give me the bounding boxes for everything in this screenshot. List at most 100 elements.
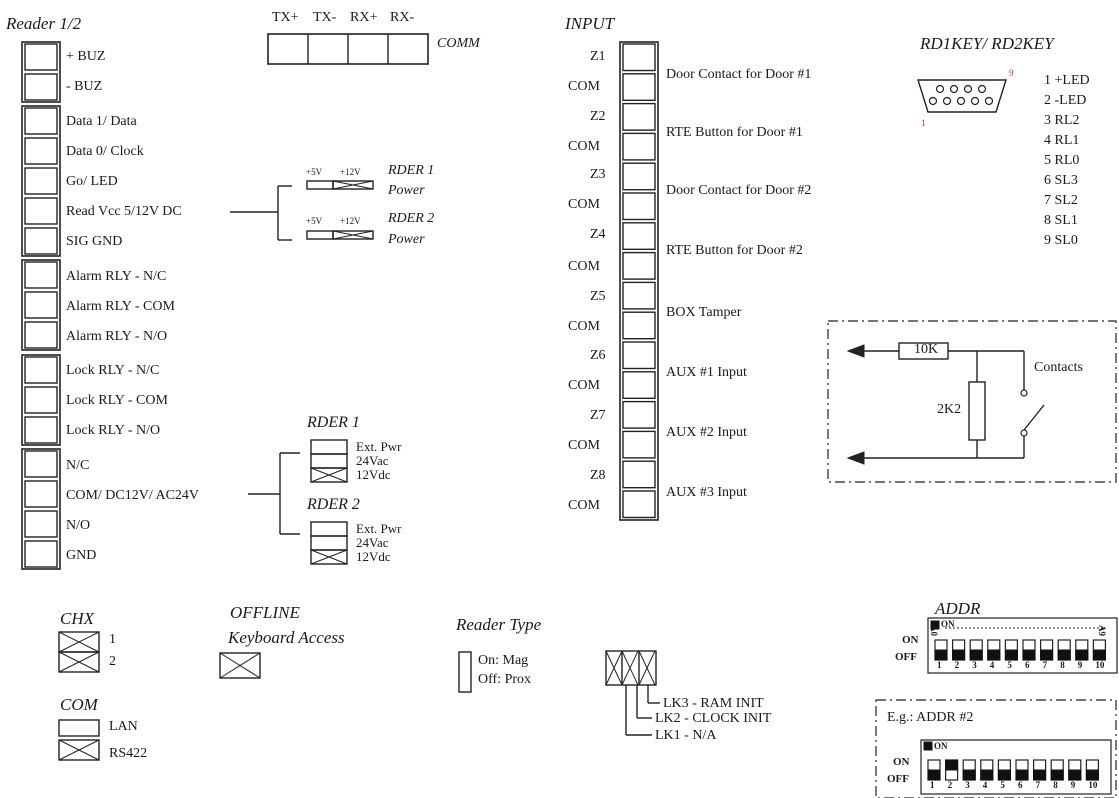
input-terminal-cell: [622, 341, 656, 370]
addr-switch-number: 9: [1077, 660, 1083, 670]
com-select-title: COM: [60, 695, 98, 714]
addr-example-dip-body: [920, 739, 1112, 795]
resistor-2k2-label: 2K2: [937, 402, 962, 417]
reader-terminal-cell: [24, 356, 58, 384]
chx-jumper-2-x2: [58, 651, 100, 673]
link-lk2-label: LK2 - CLOCK INIT: [655, 711, 772, 726]
input-desc-2: RTE Button for Door #1: [666, 125, 803, 140]
reader-terminal-group-3: [21, 259, 61, 351]
addr-on-mark: ON: [941, 619, 955, 629]
addr-switch-1-lever: [934, 649, 948, 661]
ext-power-2-24vac: [310, 535, 348, 551]
db9-pin: [977, 84, 987, 94]
addr-example-switch-2-lever: [945, 759, 959, 771]
com-select-rs422: RS422: [109, 746, 148, 761]
input-desc-5: BOX Tamper: [666, 305, 742, 320]
input-terminal-cell: [622, 162, 656, 191]
pin-label-lock-no: Lock RLY - N/O: [66, 423, 161, 438]
input-desc-8: AUX #3 Input: [666, 485, 747, 500]
rdkey-pin-2: 2 -LED: [1044, 93, 1087, 108]
jumper2-subtitle: Power: [388, 232, 425, 247]
pin-label-sig-gnd: SIG GND: [66, 234, 123, 249]
eol-arrow-bottom: [846, 451, 865, 465]
reader-type-jumper: [458, 651, 472, 693]
addr-title: ADDR: [935, 599, 981, 618]
reader-terminal-cell: [24, 540, 58, 568]
input-desc-7: AUX #2 Input: [666, 425, 747, 440]
addr-example-switch-3-lever: [962, 769, 976, 781]
reader-terminal-cell: [24, 167, 58, 195]
addr-switch-2-lever: [952, 649, 966, 661]
reader-title: Reader 1/2: [6, 14, 82, 33]
reader-type-on: On: Mag: [478, 653, 529, 668]
input-terminal-cell: [622, 43, 656, 72]
input-zone-z2: Z2: [590, 109, 606, 124]
addr-example-off-label: OFF: [887, 773, 909, 785]
addr-example-frame: [875, 699, 1117, 798]
ext-power-2-12vdc-x2: [310, 549, 348, 565]
com-rs422-jumper-x2: [58, 739, 100, 761]
addr-a9-label: A9: [1097, 625, 1107, 636]
addr-switch-number: 6: [1025, 660, 1030, 670]
rdkey-pin-9: 9 SL0: [1044, 233, 1078, 248]
addr-example-on-mark: ON: [934, 741, 948, 751]
rdkey-pin-5: 5 RL0: [1044, 153, 1080, 168]
input-terminal-block: [619, 41, 659, 521]
db9-pin: [963, 84, 973, 94]
addr-example-switch-9-lever: [1068, 769, 1082, 781]
comm-title: COMM: [437, 36, 480, 51]
reader-terminal-cell: [24, 137, 58, 165]
link-block: [605, 650, 657, 686]
addr-switch-number: 4: [989, 660, 995, 670]
reader-type-title: Reader Type: [456, 615, 542, 634]
pin-label-no: N/O: [66, 518, 91, 533]
input-terminal-cell: [622, 73, 656, 102]
input-desc-3: Door Contact for Door #2: [666, 183, 812, 198]
chx-jumper-2: [58, 651, 100, 673]
eol-arrow-top: [846, 344, 865, 358]
resistor-2k2: [968, 381, 986, 441]
input-com-7: COM: [568, 438, 600, 453]
offline-jumper-x2: [219, 652, 261, 679]
rdkey-pin-3: 3 RL2: [1044, 113, 1080, 128]
pin-label-alarm-no: Alarm RLY - N/O: [66, 329, 168, 344]
input-terminal-cell: [622, 460, 656, 489]
rdkey-pin-7: 7 SL2: [1044, 193, 1078, 208]
com-lan-jumper: [58, 719, 100, 737]
jumper2-12v-label: +12V: [340, 216, 361, 226]
input-terminal-cell: [622, 132, 656, 161]
db9-shell: [917, 79, 1007, 113]
reader-terminal-cell: [24, 450, 58, 478]
addr-example-switch-number: 2: [947, 780, 953, 790]
reader-terminal-cell: [24, 107, 58, 135]
input-desc-1: Door Contact for Door #1: [666, 67, 812, 82]
addr-switch-6-lever: [1022, 649, 1036, 661]
addr-example-switch-number: 6: [1018, 780, 1023, 790]
pin-label-data0: Data 0/ Clock: [66, 144, 144, 159]
input-terminal-cell: [622, 102, 656, 131]
link-lk3-label: LK3 - RAM INIT: [663, 696, 764, 711]
input-com-8: COM: [568, 498, 600, 513]
power-jumper-2-right: [332, 230, 374, 240]
pin-label-go-led: Go/ LED: [66, 174, 118, 189]
input-com-5: COM: [568, 319, 600, 334]
addr-example-on-marker: [923, 741, 933, 751]
comm-pin-rx-minus: RX-: [390, 10, 415, 25]
com-select-lan: LAN: [109, 719, 138, 734]
reader-terminal-group-4: [21, 354, 61, 446]
addr-example-switch-10-lever: [1085, 769, 1099, 781]
addr-example-switch-6-lever: [1015, 769, 1029, 781]
addr-example-label: E.g.: ADDR #2: [887, 710, 974, 725]
pin-label-nc: N/C: [66, 458, 90, 473]
addr-example-switch-number: 9: [1070, 780, 1076, 790]
db9-pin-9-label: 9: [1009, 68, 1014, 78]
input-zone-z7: Z7: [590, 408, 606, 423]
rdkey-pin-4: 4 RL1: [1044, 133, 1080, 148]
rdkey-title: RD1KEY/ RD2KEY: [920, 34, 1054, 53]
addr-switch-4-lever: [987, 649, 1001, 661]
chx-item-2: 2: [109, 654, 116, 669]
reader-terminal-cell: [24, 480, 58, 508]
ext-power-1-12vdc-x2: [310, 467, 348, 483]
addr-example-on-label: ON: [893, 756, 910, 768]
offline-jumper: [219, 652, 261, 679]
